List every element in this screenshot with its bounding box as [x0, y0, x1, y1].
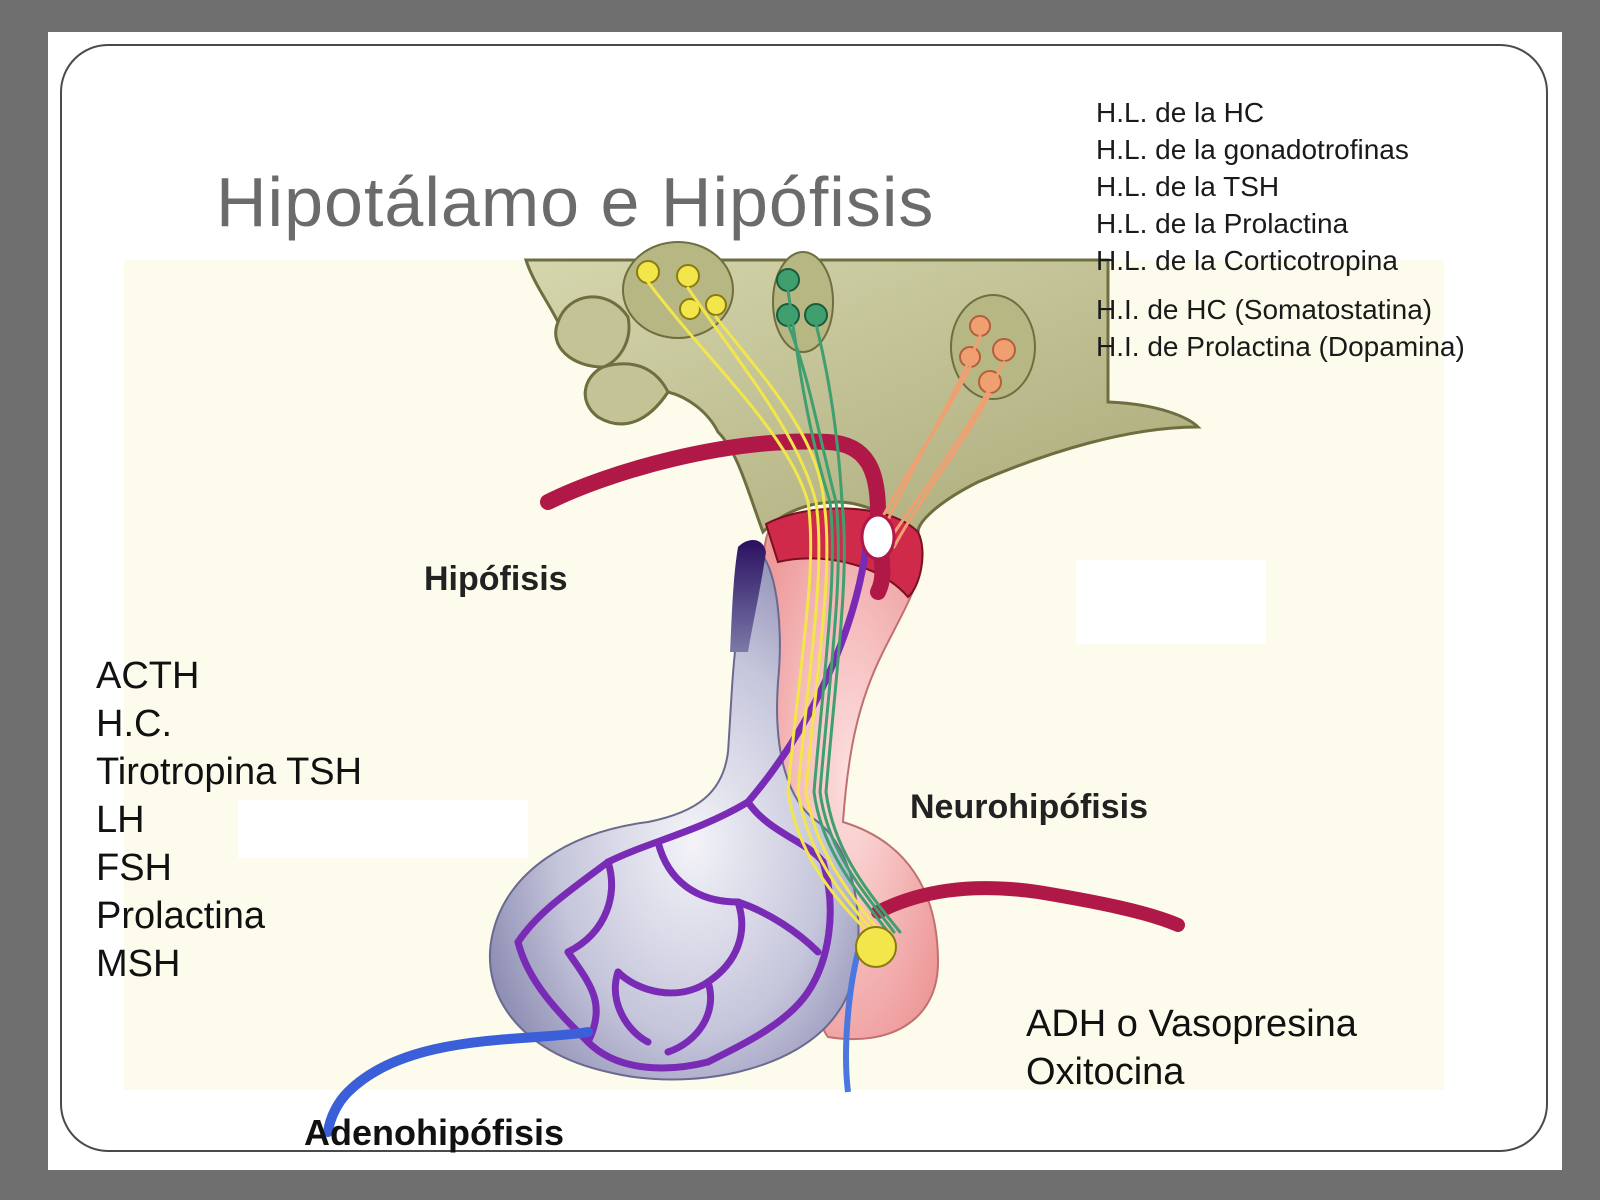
adeno-hormone: MSH — [96, 943, 181, 985]
hl-item: H.L. de la Corticotropina — [1096, 245, 1398, 276]
hypothalamus-lobe — [554, 295, 631, 369]
hl-item: H.L. de la Prolactina — [1096, 208, 1349, 239]
label-adenohipofisis: Adenohipófisis — [304, 1112, 564, 1153]
slide-frame — [60, 44, 1548, 1152]
hl-item: H.L. de la HC — [1096, 97, 1265, 128]
yellow-neurons — [636, 260, 727, 320]
neuro-hormone: Oxitocina — [1026, 1051, 1185, 1093]
nucleus-green — [772, 251, 834, 353]
median-eminence-terminals — [860, 513, 896, 561]
hypothalamus-hormones-list: H.L. de la HC H.L. de la gonadotrofinas … — [1096, 94, 1465, 365]
hl-item: H.L. de la gonadotrofinas — [1096, 134, 1409, 165]
blank-label-box — [1076, 560, 1266, 644]
slide: Hipotálamo e Hipófisis H.L. de la HC H.L… — [48, 32, 1562, 1170]
adeno-hormone: Prolactina — [96, 895, 265, 937]
slide-title: Hipotálamo e Hipófisis — [216, 163, 935, 241]
hypothalamus-lobe — [583, 362, 670, 426]
hi-item: H.I. de Prolactina (Dopamina) — [1096, 331, 1465, 362]
blank-label-box — [238, 800, 528, 858]
adeno-hormone: LH — [96, 799, 145, 841]
neuro-vein — [843, 951, 861, 1093]
label-hipofisis: Hipófisis — [424, 560, 568, 598]
adeno-hormone: ACTH — [96, 655, 200, 697]
adeno-hormone: H.C. — [96, 703, 172, 745]
portal-stalk — [730, 540, 766, 652]
neuro-terminals — [855, 926, 897, 968]
neuro-hormone: ADH o Vasopresina — [1026, 1003, 1357, 1045]
label-neurohipofisis: Neurohipófisis — [910, 788, 1149, 826]
nucleus-yellow — [622, 241, 734, 339]
pituitary-diagram — [124, 241, 1444, 1137]
neuro-hormones-list: ADH o Vasopresina Oxitocina — [1026, 1000, 1357, 1096]
adeno-hormone: Tirotropina TSH — [96, 751, 363, 793]
artery-inferior — [871, 881, 1185, 932]
hi-item: H.I. de HC (Somatostatina) — [1096, 294, 1433, 325]
hl-item: H.L. de la TSH — [1096, 171, 1280, 202]
vein — [323, 1027, 593, 1137]
adeno-hormones-list: ACTH H.C. Tirotropina TSH LH FSH Prolact… — [96, 652, 362, 988]
neural-tracts — [646, 280, 1006, 934]
adeno-hormone: FSH — [96, 847, 172, 889]
